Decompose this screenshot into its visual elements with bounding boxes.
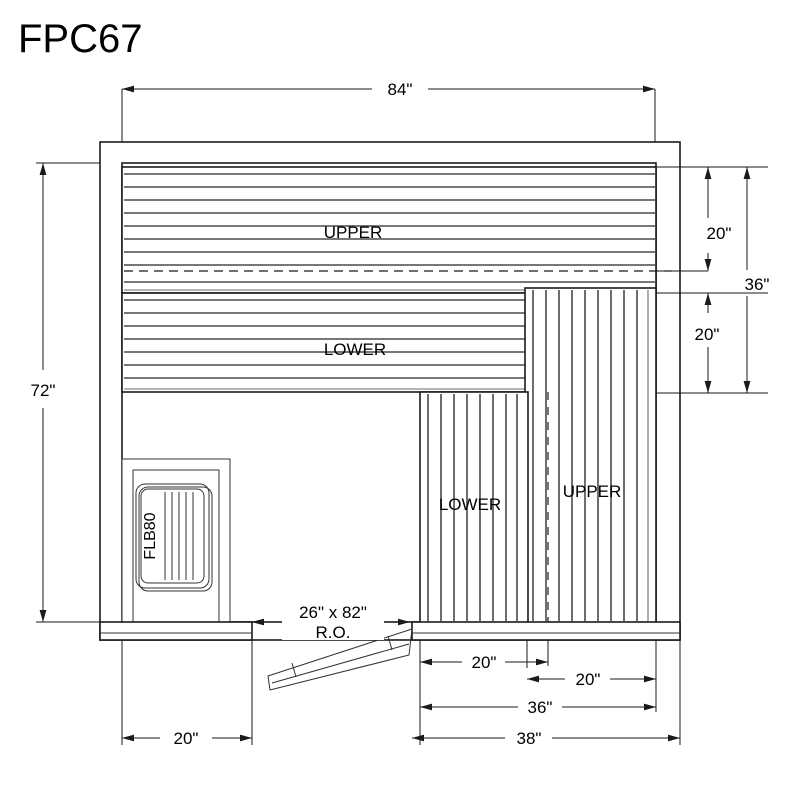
dimension-label-alcove-width: 20" bbox=[174, 729, 199, 748]
dimension-label-upper-depth: 20" bbox=[707, 224, 732, 243]
bench-label-lower-vertical: LOWER bbox=[439, 495, 501, 514]
bench-label-upper-vertical: UPPER bbox=[563, 482, 622, 501]
bench-lower-horizontal: LOWER bbox=[121, 292, 527, 393]
bench-label-upper-horizontal: UPPER bbox=[324, 223, 383, 242]
dimension-bench-widths-bottom: 20" 20" 36" 38" bbox=[412, 640, 681, 748]
door-rough-opening-callout: 26" x 82" R.O. bbox=[252, 600, 410, 642]
dimension-heater-alcove-width: 20" bbox=[121, 640, 253, 748]
bench-label-lower-horizontal: LOWER bbox=[324, 340, 386, 359]
dimension-bench-depths-right: 20" 20" 36" bbox=[656, 166, 770, 394]
bench-lower-vertical: LOWER bbox=[419, 391, 529, 624]
page-title: FPC67 bbox=[18, 17, 143, 61]
dimension-overall-height: 72" bbox=[31, 162, 104, 623]
bench-upper-horizontal: UPPER bbox=[121, 166, 672, 294]
bench-upper-vertical: UPPER bbox=[524, 287, 657, 640]
dimension-label-bench-outer-width: 38" bbox=[517, 729, 542, 748]
heater-alcove bbox=[121, 458, 231, 623]
dimension-overall-width: 84" bbox=[121, 80, 656, 150]
heater-model-label: FLB80 bbox=[142, 512, 159, 559]
door-ro-label-line2: R.O. bbox=[316, 623, 351, 642]
dimension-label-lower-depth: 20" bbox=[695, 325, 720, 344]
heater-flb80: FLB80 bbox=[135, 483, 213, 592]
dimension-label-84: 84" bbox=[388, 80, 413, 99]
dimension-label-lower-width: 20" bbox=[472, 653, 497, 672]
door-ro-label-line1: 26" x 82" bbox=[299, 603, 367, 622]
dimension-label-upper-width: 20" bbox=[576, 670, 601, 689]
threshold-left bbox=[99, 621, 253, 641]
dimension-label-72: 72" bbox=[31, 381, 56, 400]
dimension-label-bench-total-width: 36" bbox=[528, 698, 553, 717]
door-panel bbox=[267, 628, 413, 691]
dimension-label-bench-total-depth: 36" bbox=[745, 275, 770, 294]
threshold-right bbox=[411, 621, 681, 641]
